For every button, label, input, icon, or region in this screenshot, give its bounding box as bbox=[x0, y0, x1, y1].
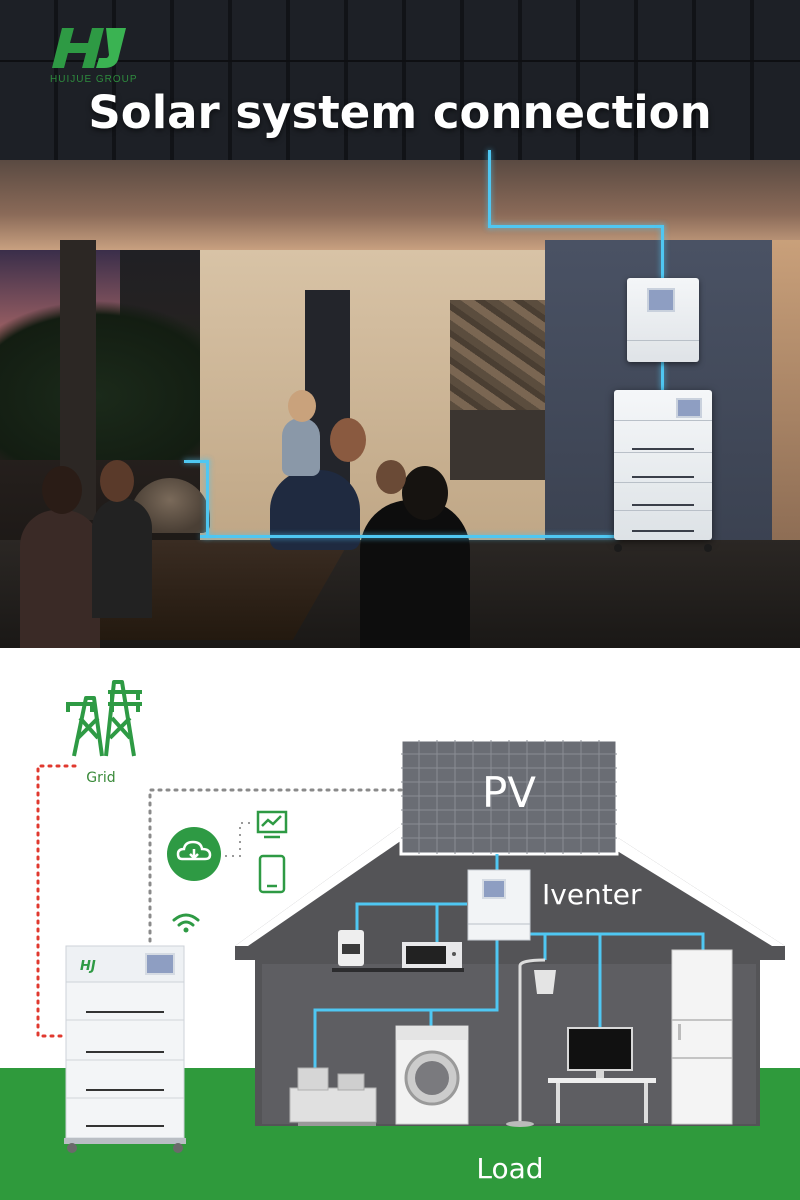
wire-to-inverter bbox=[661, 225, 664, 279]
page-title: Solar system connection bbox=[88, 86, 712, 139]
child-head bbox=[288, 390, 316, 422]
load-label: Load bbox=[476, 1152, 544, 1185]
wire-planter-top bbox=[184, 460, 209, 463]
wire-roof-down bbox=[488, 150, 491, 228]
battery-slot bbox=[632, 504, 694, 506]
inverter-label: Iventer bbox=[542, 878, 642, 911]
pv-label: PV bbox=[481, 768, 537, 817]
wire-roof-across bbox=[488, 225, 664, 228]
grid-battery-dotted-line bbox=[36, 764, 77, 1038]
inverter-display bbox=[647, 288, 675, 312]
refrigerator bbox=[671, 949, 733, 1125]
child-head bbox=[376, 460, 406, 494]
person-silhouette bbox=[360, 500, 470, 648]
water-pump bbox=[289, 1067, 377, 1126]
huijue-logo-icon bbox=[52, 28, 126, 68]
logo-subtitle: HUIJUE GROUP bbox=[50, 74, 138, 85]
grid-label: Grid bbox=[86, 770, 116, 786]
battery-logo-text: HJ bbox=[80, 959, 96, 974]
wifi-icon bbox=[172, 913, 200, 933]
battery-wheel bbox=[614, 544, 622, 552]
inverter-seam bbox=[627, 340, 699, 341]
pv-battery-dotted-line bbox=[148, 788, 403, 948]
person-head bbox=[402, 466, 448, 520]
person-head bbox=[330, 418, 366, 462]
warm-lit-column bbox=[772, 240, 800, 560]
diagram-drawing: HJ bbox=[0, 738, 800, 1200]
wall-inverter bbox=[627, 278, 699, 362]
battery-seam bbox=[614, 510, 712, 511]
person-head bbox=[100, 460, 134, 502]
battery-display bbox=[676, 398, 702, 418]
battery-slot bbox=[632, 448, 694, 450]
floor-lamp bbox=[506, 958, 556, 1127]
pv-panel bbox=[399, 738, 619, 856]
outdoor-battery: HJ bbox=[64, 945, 186, 1153]
stacked-battery bbox=[614, 390, 712, 540]
coffee-machine bbox=[338, 930, 364, 966]
wire-planter-up bbox=[206, 460, 209, 538]
battery-wheel bbox=[704, 544, 712, 552]
battery-seam bbox=[614, 420, 712, 421]
person-head bbox=[42, 466, 82, 514]
battery-seam bbox=[614, 482, 712, 483]
phone-icon bbox=[258, 854, 286, 894]
microwave bbox=[402, 942, 462, 968]
wire-floor-run bbox=[200, 535, 618, 538]
battery-slot bbox=[632, 530, 694, 532]
desk-with-monitor bbox=[548, 1027, 656, 1123]
child-silhouette bbox=[282, 418, 320, 476]
washing-machine bbox=[395, 1025, 469, 1125]
wall-shelf bbox=[332, 968, 464, 972]
ceiling-soffit bbox=[0, 160, 800, 250]
transmission-tower-icon bbox=[66, 680, 142, 757]
solar-home-photo: HUIJUE GROUP Solar system connection bbox=[0, 0, 800, 648]
battery-seam bbox=[614, 452, 712, 453]
connection-diagram: HJ Grid bbox=[0, 648, 800, 1200]
kitchen-cabinets bbox=[450, 410, 545, 480]
monitor-chart-icon bbox=[256, 810, 288, 839]
cloud-devices-dotted-line bbox=[218, 822, 252, 857]
person-silhouette bbox=[92, 498, 152, 618]
person-silhouette bbox=[270, 470, 360, 550]
person-silhouette bbox=[20, 510, 100, 648]
battery-slot bbox=[632, 476, 694, 478]
inverter-box bbox=[467, 869, 531, 941]
stone-wall-panel bbox=[450, 300, 545, 410]
cloud-download-icon bbox=[167, 827, 221, 881]
wire-inverter-battery bbox=[661, 362, 664, 392]
